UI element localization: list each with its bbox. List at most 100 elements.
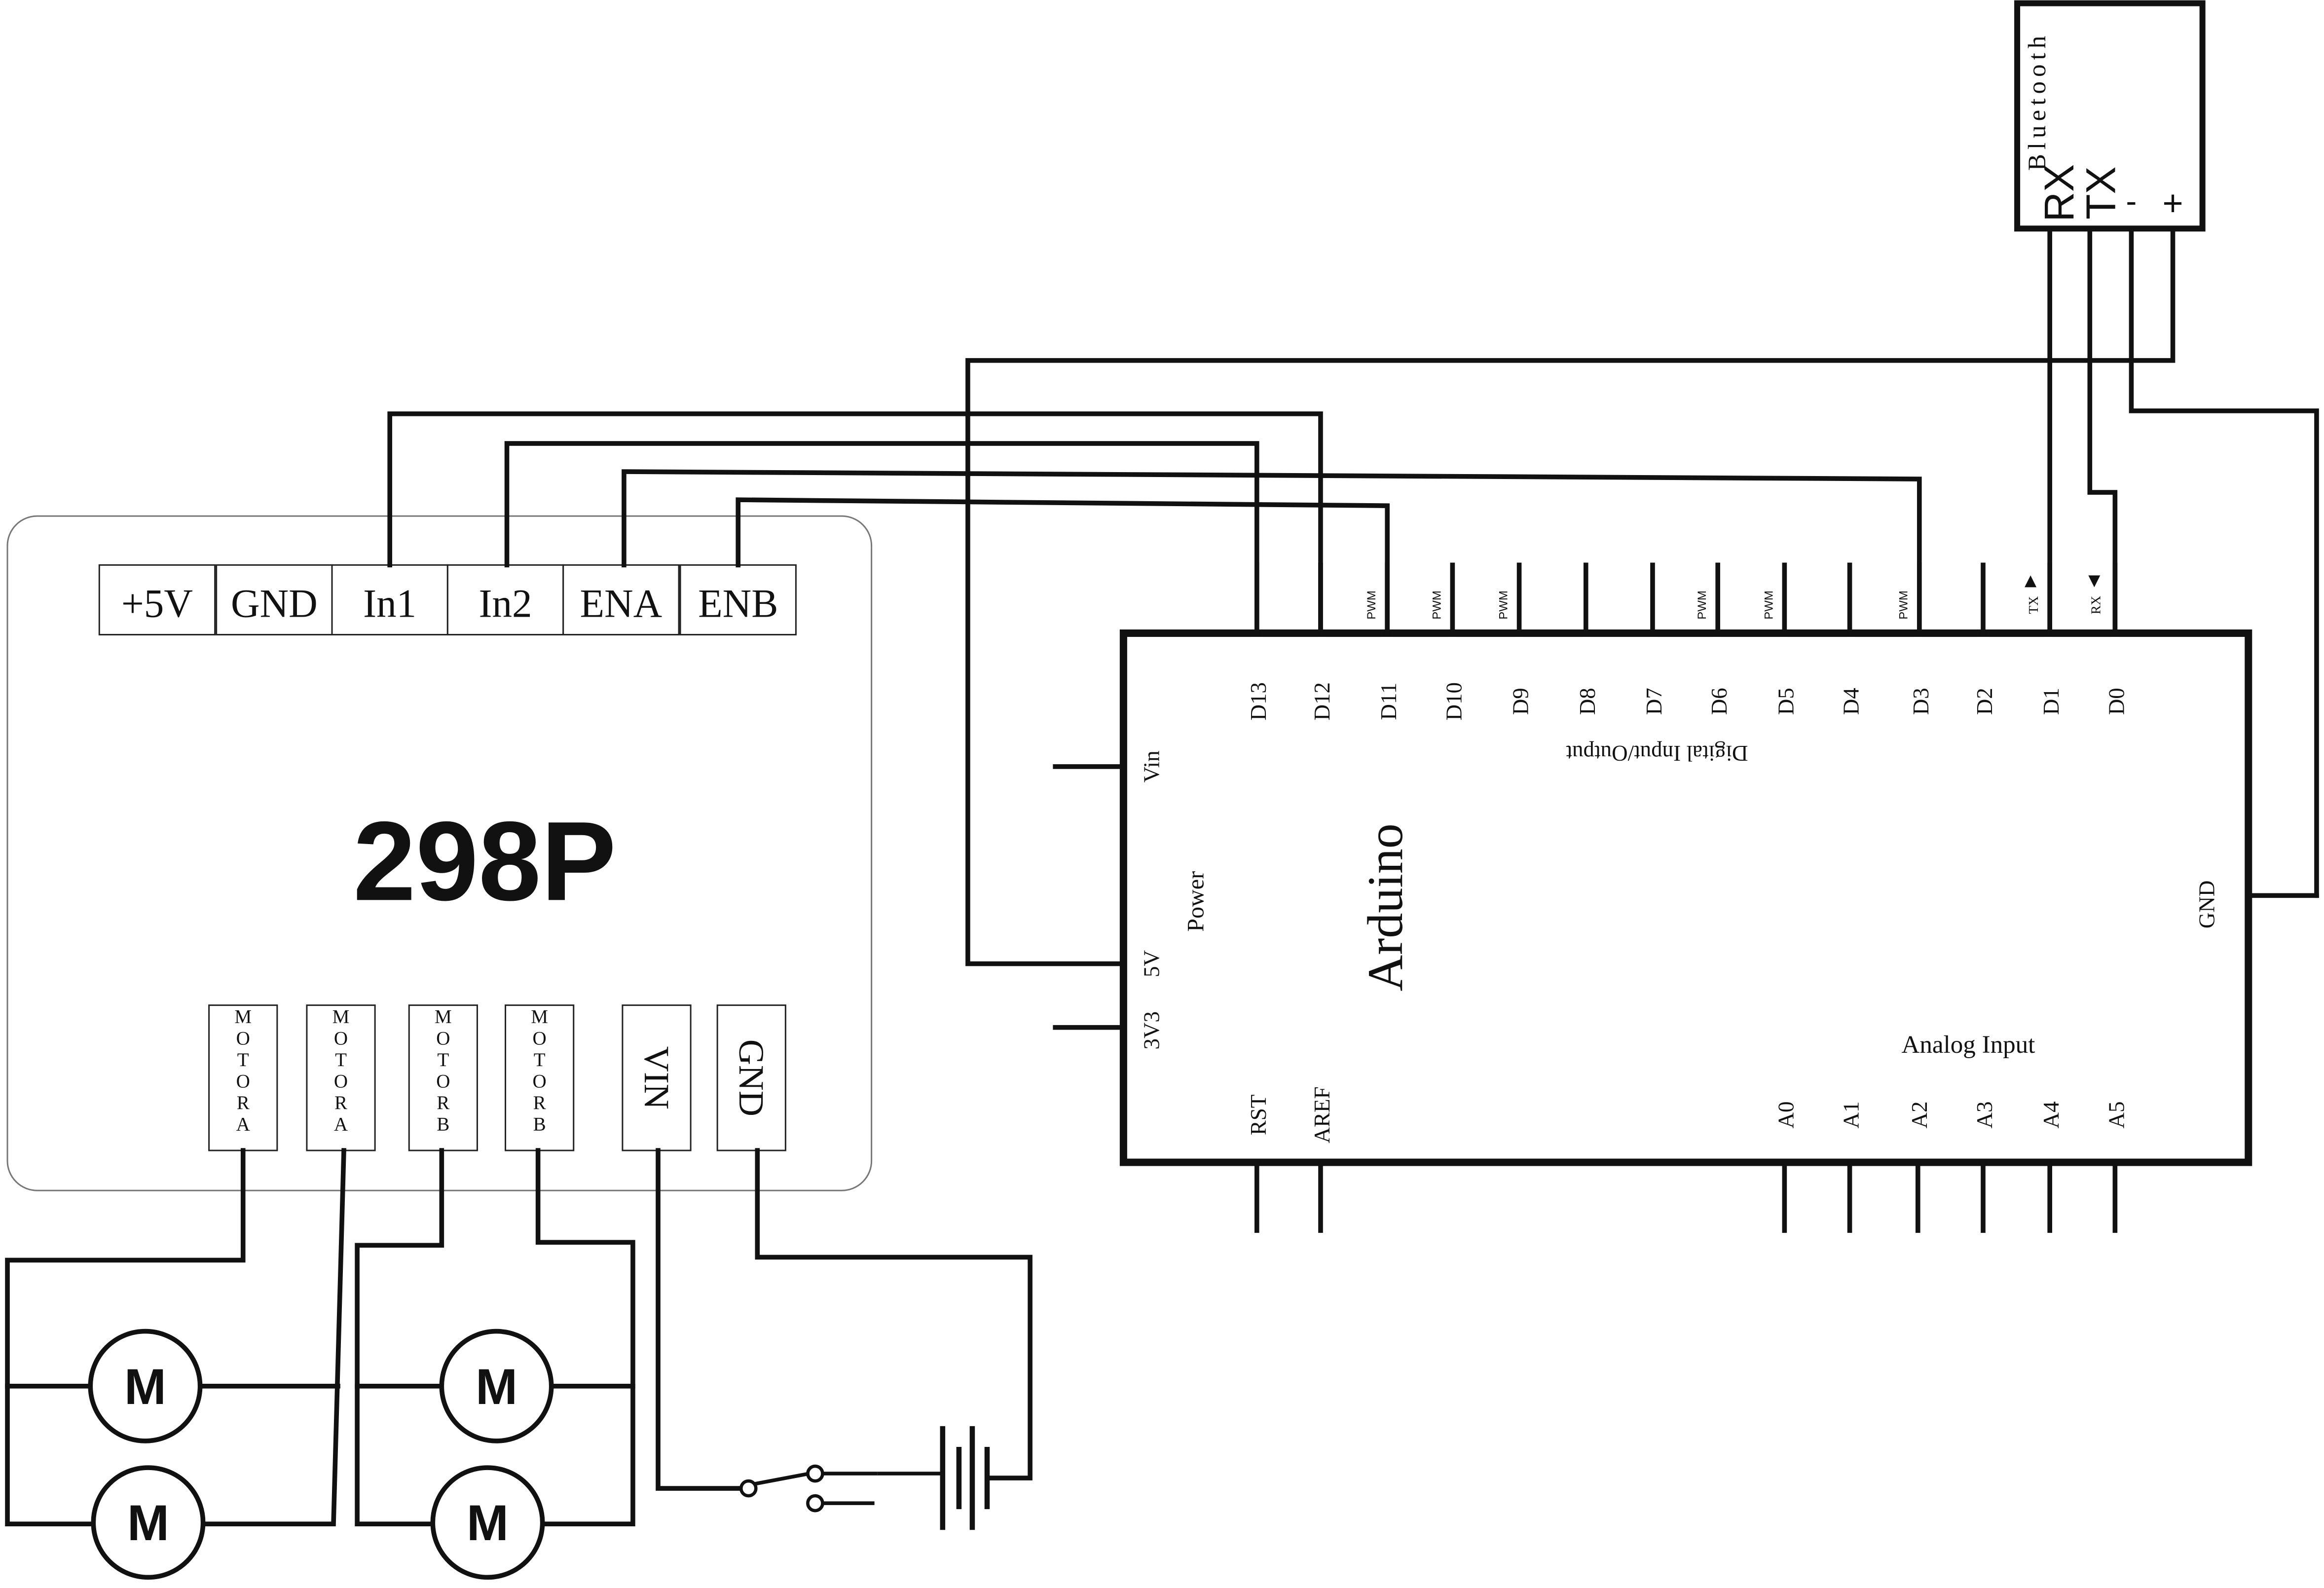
driver-bottom-pin-label: VIN [637,1046,676,1109]
arduino-analog-pins: RST AREF A0 A1 A2 A3 A4 A5 [1246,1086,2129,1233]
bluetooth-title: Bluetooth [2023,32,2051,171]
motor-label: M [124,1359,166,1415]
driver-bottom-pin-box [208,1004,278,1151]
digital-section-label: Digital Input/Output [1566,741,1748,766]
arduino-pin-label: A0 [1773,1101,1798,1128]
driver-bottom-pin-box [505,1004,575,1151]
driver-bottom-pin-label: GND [732,1039,771,1116]
arduino-pin-label: D8 [1575,688,1600,715]
rx-label: RX [2088,595,2103,614]
wire-vin-switch [656,1148,745,1491]
driver-header-pin-label: GND [231,581,318,626]
pin-label-3v3: 3V3 [1139,1011,1164,1050]
driver-header-pin-box [562,564,680,636]
arduino-pin-label: D7 [1642,688,1666,715]
wire-motorb-2 [535,1148,635,1527]
driver-header-pin-label: In2 [479,581,532,626]
bluetooth-pin-plus: + [2162,184,2183,223]
arduino-pin-label: A4 [2039,1101,2064,1128]
pwm-label: PWM [1897,591,1911,620]
wire-enb-d11 [736,497,1390,636]
driver-header-pin-label: ENA [580,581,663,626]
arduino-pin-label: D12 [1310,682,1334,721]
pwm-label: PWM [1696,591,1709,620]
driver-header-pin-box [216,564,333,636]
arduino-digital-pins: D13 D12 D11 PWM D10 PWM D9 PWM D8 D7 D6 PWM D5 PWM D4 D… [1246,562,2129,721]
wire-in1-d12 [387,411,1323,636]
pwm-label: PWM [1365,591,1378,620]
bluetooth-module [2014,0,2206,232]
arduino-pin-label: D9 [1509,688,1533,715]
motor-icon: M [91,1465,206,1580]
arduino-pin-label: D3 [1909,688,1933,715]
bluetooth-pin-rx: RX [2036,164,2082,222]
driver-header-pin-box [98,564,216,636]
driver-title: 298P [353,798,616,924]
driver-bottom-pin-box [408,1004,478,1151]
wires [5,226,2319,1527]
arduino-pin-label: A3 [1972,1101,1997,1128]
arduino-pin-label: AREF [1310,1086,1334,1143]
wire-motora-1 [5,1148,246,1527]
pin-label-vin: Vin [1139,750,1164,782]
driver-header-pin-label: ENB [698,581,778,626]
arduino-pin-label: A5 [2104,1101,2129,1128]
battery-icon [877,1426,990,1530]
driver-header-pin-box [446,564,564,636]
driver-header-pin-label: +5V [121,581,193,626]
arduino-pin-label: RST [1246,1095,1271,1136]
wire-motora-2 [200,1148,346,1527]
arduino-pin-label: D5 [1773,688,1798,715]
driver-header-pin-label: In1 [363,581,416,626]
driver-bottom-pin-box [306,1004,376,1151]
arduino-board [1119,629,2252,1166]
motor-label: M [476,1359,517,1415]
driver-bottom-pin-box [716,1004,786,1151]
arduino-pin-label: D10 [1441,682,1466,721]
arduino-pin-label: A2 [1907,1101,1932,1128]
pwm-label: PWM [1497,591,1511,620]
wire-in2-d13 [504,441,1259,636]
motor-icon: M [439,1329,554,1443]
driver-bottom-pin-box [622,1004,692,1151]
pwm-label: PWM [1430,591,1443,620]
power-switch [739,1464,878,1513]
bluetooth-pin-tx: TX [2077,166,2124,219]
pin-label-5v: 5V [1139,950,1164,978]
driver-header-pins: +5V GND In1 In2 ENA ENB [98,564,797,636]
arduino-pin-label: D6 [1707,688,1732,715]
motor-icon: M [88,1329,203,1443]
arduino-pin-label: D1 [2039,688,2064,715]
arduino-pin-label: D4 [1839,688,1864,715]
arduino-pin-label: D2 [1972,688,1997,715]
tx-arrow-icon [2025,575,2037,588]
wire-gnd-battery [755,1148,1033,1480]
motors: M M M M [88,1329,554,1580]
arduino-pin-label: D11 [1376,683,1401,720]
arduino-pin-label: D13 [1246,682,1271,721]
driver-header-pin-box [331,564,448,636]
wire-bt-tx-d0 [2087,226,2118,636]
arduino-pin-label: A1 [1839,1101,1864,1128]
motor-icon: M [430,1465,545,1580]
arduino-pin-label: D0 [2104,688,2129,715]
motor-label: M [127,1495,169,1551]
driver-header-pin-box [679,564,797,636]
wire-ena-d3 [622,469,1922,636]
motor-label: M [467,1495,509,1551]
tx-label: TX [2026,596,2041,614]
pin-label-gnd: GND [2195,881,2219,929]
arduino-title: Arduino [1358,823,1413,991]
wire-gnd-bt-minus [2129,226,2319,898]
pwm-label: PWM [1762,591,1775,620]
bluetooth-pin-minus: - [2126,183,2137,220]
analog-section-label: Analog Input [1901,1031,2035,1059]
wire-5v-bt-plus [965,226,2176,966]
power-section-label: Power [1183,871,1209,932]
